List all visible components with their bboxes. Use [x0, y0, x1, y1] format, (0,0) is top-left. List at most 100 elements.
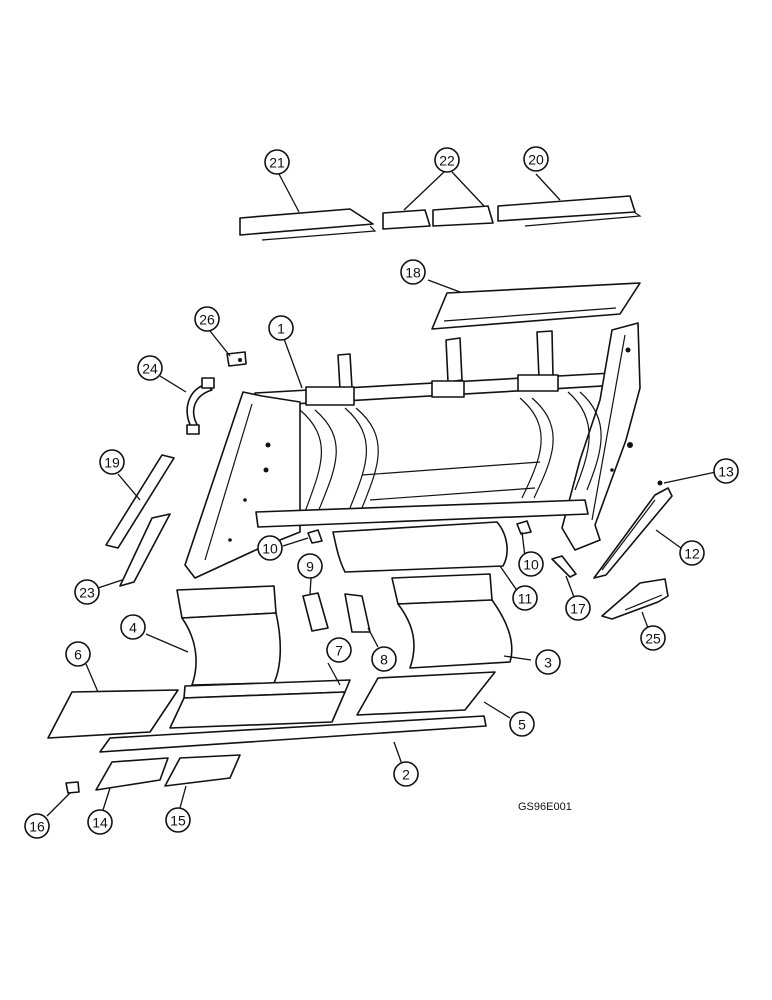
callout-15: 15 [165, 807, 191, 833]
callout-12: 12 [679, 540, 705, 566]
part-1-main-frame [184, 322, 641, 579]
callout-circle [120, 614, 146, 640]
callout-number: 8 [380, 652, 388, 668]
callout-circle [268, 315, 294, 341]
callout-circle [535, 649, 561, 675]
callout-number: 18 [405, 265, 421, 281]
callout-22: 22 [434, 147, 460, 173]
callout-number: 24 [142, 361, 158, 377]
callout-circle [523, 146, 549, 172]
part-21-cover [239, 208, 377, 241]
callout-16: 16 [24, 813, 50, 839]
callout-number: 15 [170, 813, 186, 829]
callout-circle [24, 813, 50, 839]
part-10-nut-right [516, 520, 532, 535]
callout-circle [565, 595, 591, 621]
callout-number: 6 [74, 647, 82, 663]
callout-circle [326, 637, 352, 663]
callout-circle [371, 646, 397, 672]
callout-circle [137, 355, 163, 381]
callout-1: 1 [268, 315, 294, 341]
callout-circle [434, 147, 460, 173]
part-19-bracket [105, 454, 175, 549]
callout-circle [257, 535, 283, 561]
part-4-panel [176, 585, 282, 686]
callout-9: 9 [297, 553, 323, 579]
callout-number: 19 [104, 455, 120, 471]
callout-circle [713, 458, 739, 484]
part-20-cover [497, 195, 642, 227]
part-12-strip [593, 487, 673, 579]
callout-24: 24 [137, 355, 163, 381]
figure-code-label: GS96E001 [518, 801, 572, 813]
callout-circle [640, 625, 666, 651]
callout-5: 5 [509, 711, 535, 737]
callout-6: 6 [65, 641, 91, 667]
callout-number: 3 [544, 655, 552, 671]
callout-circle [99, 449, 125, 475]
callout-circle [87, 809, 113, 835]
callout-number: 4 [129, 620, 137, 636]
callout-10a: 10 [257, 535, 283, 561]
callout-number: 16 [29, 819, 45, 835]
part-17-clip [551, 555, 577, 578]
part-11-panel [332, 521, 508, 573]
part-8-bracket [344, 593, 371, 633]
callout-number: 21 [269, 155, 285, 171]
part-25-plate [601, 578, 669, 620]
part-26-bracket [226, 351, 247, 367]
callout-circle [518, 551, 544, 577]
callout-number: 17 [570, 601, 586, 617]
callout-circle [297, 553, 323, 579]
callout-8: 8 [371, 646, 397, 672]
callout-number: 14 [92, 815, 108, 831]
callout-number: 2 [402, 767, 410, 783]
callout-number: 20 [528, 152, 544, 168]
callout-number: 1 [277, 321, 285, 337]
callout-18: 18 [400, 259, 426, 285]
callout-circle [165, 807, 191, 833]
callout-3: 3 [535, 649, 561, 675]
callout-number: 9 [306, 559, 314, 575]
part-5-panel [356, 671, 496, 716]
callout-19: 19 [99, 449, 125, 475]
callout-circle [679, 540, 705, 566]
callout-number: 12 [684, 546, 700, 562]
callout-17: 17 [565, 595, 591, 621]
callout-circle [512, 585, 538, 611]
callout-circle [65, 641, 91, 667]
part-24-strap [186, 377, 215, 435]
leader-lines [46, 171, 717, 817]
part-6-panel [47, 689, 179, 739]
part-23-bracket [119, 513, 171, 587]
callout-10b: 10 [518, 551, 544, 577]
callout-number: 5 [518, 717, 526, 733]
callout-circle [74, 579, 100, 605]
callout-7: 7 [326, 637, 352, 663]
callout-circle [509, 711, 535, 737]
callout-number: 26 [199, 312, 215, 328]
part-15-plate [164, 754, 241, 787]
callout-23: 23 [74, 579, 100, 605]
part-18-plate [431, 282, 641, 330]
callout-number: 10 [262, 541, 278, 557]
part-10-nut-left [307, 529, 323, 544]
callout-21: 21 [264, 149, 290, 175]
part-3-panel [391, 573, 513, 669]
callout-number: 7 [335, 643, 343, 659]
part-22-covers [382, 205, 494, 230]
callout-number: 25 [645, 631, 661, 647]
part-16-clip [65, 781, 80, 794]
callout-number: 11 [518, 591, 533, 607]
callout-number: 13 [718, 464, 734, 480]
part-2-rail [99, 715, 487, 753]
callout-number: 23 [79, 585, 95, 601]
callout-circle [393, 761, 419, 787]
callout-number: 22 [439, 153, 455, 169]
callout-4: 4 [120, 614, 146, 640]
callout-circle [400, 259, 426, 285]
callout-circle [264, 149, 290, 175]
callout-circle [194, 306, 220, 332]
